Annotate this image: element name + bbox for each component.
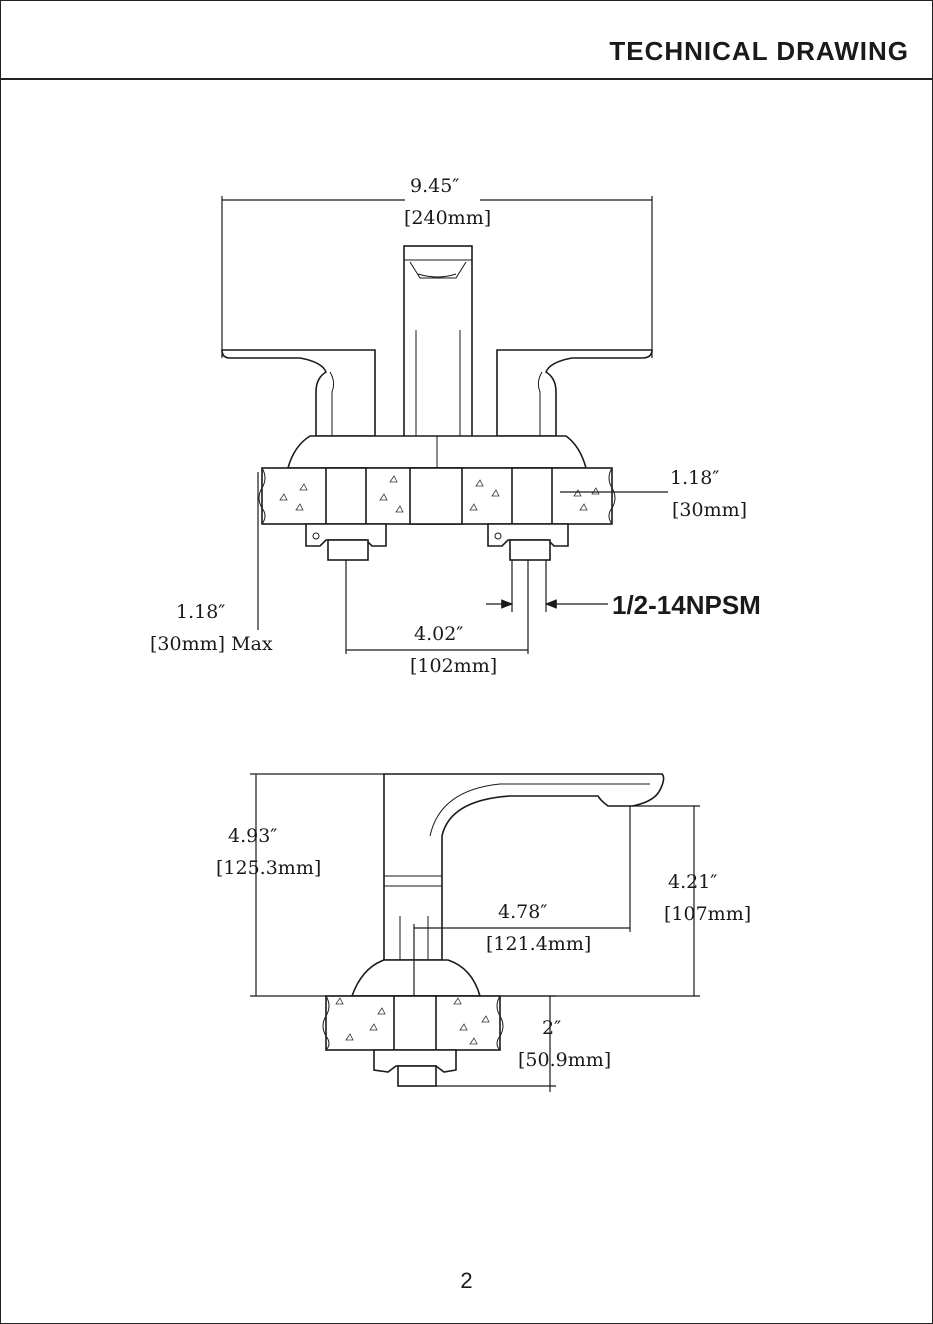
spout-front (404, 246, 472, 438)
right-handle (497, 350, 652, 436)
center-spacing-mm-label: [102mm] (410, 655, 497, 677)
overall-height-label: 4.93″ (228, 825, 277, 847)
side-base-plate (352, 960, 480, 996)
side-view: 4.93″ [125.3mm] 4.21″ [107mm] 4.78″ [121… (216, 774, 751, 1092)
thread-spec-label: 1/2-14NPSM (612, 590, 761, 620)
shank-length-mm-label: [50.9mm] (518, 1049, 611, 1071)
spout-height-mm-label: [107mm] (664, 903, 751, 925)
overall-height-mm-label: [125.3mm] (216, 857, 321, 879)
spout-reach-label: 4.78″ (498, 901, 547, 923)
overall-width-label: 9.45″ (410, 175, 459, 197)
front-view: 9.45″ [240mm] (150, 175, 761, 677)
left-handle (222, 350, 375, 436)
max-deck-label: 1.18″ (176, 601, 225, 623)
max-deck-mm-label: [30mm] Max (150, 633, 273, 655)
spout-height-label: 4.21″ (668, 871, 717, 893)
spout-reach-mm-label: [121.4mm] (486, 933, 591, 955)
page-number: 2 (0, 1268, 933, 1294)
deck-thickness-mm-label: [30mm] (672, 499, 747, 521)
shank-length-label: 2″ (542, 1017, 561, 1039)
center-spacing-label: 4.02″ (414, 623, 463, 645)
deck-thickness-label: 1.18″ (670, 467, 719, 489)
overall-width-mm-label: [240mm] (404, 207, 491, 229)
